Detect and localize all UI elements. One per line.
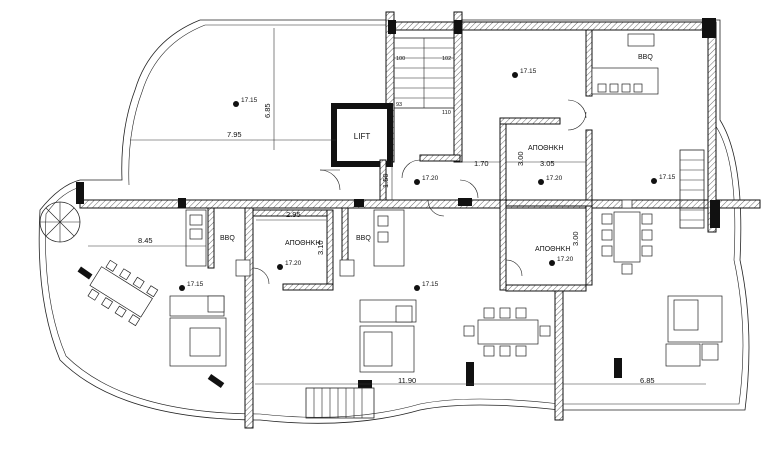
bbq-label-kitchen: BBQ: [638, 54, 653, 61]
door-swings: [252, 99, 587, 285]
level-marker: 17.15: [233, 97, 258, 107]
lift-shaft: LIFT: [331, 103, 393, 167]
level-text: 17.20: [422, 175, 439, 182]
lift-label: LIFT: [354, 132, 371, 141]
bbq-label-left: BBQ: [220, 235, 235, 242]
level-text: 17.15: [241, 97, 258, 104]
level-marker: 17.15: [512, 68, 537, 78]
furniture: [87, 33, 723, 373]
level-marker: 17.20: [414, 175, 439, 185]
level-marker: 17.15: [414, 281, 439, 291]
level-text: 17.20: [557, 256, 574, 263]
stair-number: 102: [442, 56, 451, 62]
level-text: 17.20: [546, 175, 563, 182]
level-marker: 17.20: [277, 260, 302, 270]
level-marker: 17.15: [651, 174, 676, 184]
dim-text: 7.95: [227, 130, 242, 139]
stair-numbers: 100 102 93 110: [396, 56, 451, 116]
level-text: 17.15: [659, 174, 676, 181]
level-text: 17.15: [520, 68, 537, 75]
dim-text: 3.00: [571, 231, 580, 246]
room-labels: BBQ BBQ BBQ ΑΠΟΘΗΚΗ ΑΠΟΘΗΚΗ ΑΠΟΘΗΚΗ: [220, 54, 653, 253]
stair-number: 110: [442, 110, 451, 116]
storage-label-left: ΑΠΟΘΗΚΗ: [285, 240, 320, 247]
side-stair: [679, 149, 705, 229]
interior-walls: [207, 29, 593, 292]
dim-text: 3.05: [540, 159, 555, 168]
columns: [76, 18, 720, 389]
dim-text: 6.85: [263, 103, 272, 118]
level-marker: 17.20: [549, 256, 574, 266]
storage-label-upper: ΑΠΟΘΗΚΗ: [528, 145, 563, 152]
bottom-stair: [305, 387, 375, 419]
dim-text: 8.45: [138, 236, 153, 245]
level-text: 17.20: [285, 260, 302, 267]
level-marker: 17.20: [538, 175, 563, 185]
dim-text: 2.95: [286, 210, 301, 219]
dim-text: 3.10: [316, 240, 325, 255]
dim-text: 1.70: [474, 159, 489, 168]
dimension-texts: 6.85 7.95 1.50 1.70 3.00 3.05 2.95 3.10 …: [138, 103, 655, 385]
level-text: 17.15: [187, 281, 204, 288]
level-text: 17.15: [422, 281, 439, 288]
level-markers: 17.15 17.15 17.20 17.20 17.15 17.20 17.1…: [179, 68, 676, 291]
storage-label-lower: ΑΠΟΘΗΚΗ: [535, 246, 570, 253]
stair-number: 93: [396, 102, 402, 108]
terrace-outline: [38, 19, 750, 424]
dim-text: 3.00: [516, 151, 525, 166]
dimension-lines: [88, 28, 706, 385]
stair-number: 100: [396, 56, 405, 62]
stair-core: [385, 11, 463, 163]
bbq-label-middle: BBQ: [356, 235, 371, 242]
dim-text: 6.85: [640, 376, 655, 385]
dim-text: 1.50: [381, 173, 390, 188]
dim-text: 11.90: [398, 376, 416, 385]
spiral-stair: [39, 201, 81, 243]
level-marker: 17.15: [179, 281, 204, 291]
